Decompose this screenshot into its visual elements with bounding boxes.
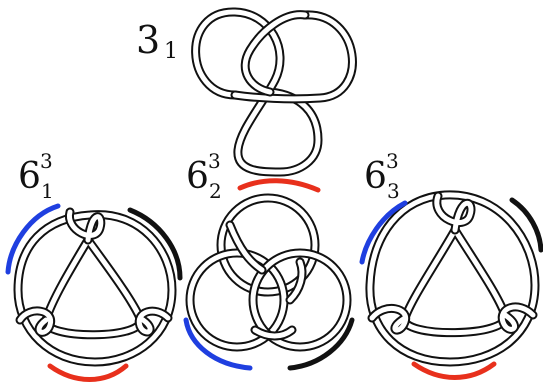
arc-blue — [183, 317, 253, 371]
arc-black — [127, 207, 183, 281]
label-link-6-3-1-sub: 1 — [41, 179, 54, 203]
arc-black — [287, 317, 355, 371]
arc-red — [47, 363, 129, 382]
label-trefoil-sub: 1 — [164, 39, 178, 64]
label-link-6-3-3-sup: 3 — [386, 149, 399, 173]
label-link-6-3-3-sub: 3 — [387, 179, 400, 203]
label-link-6-3-2: 6 3 2 — [186, 149, 222, 203]
label-link-6-3-1: 6 3 1 — [18, 149, 54, 203]
arc-blue — [359, 200, 408, 265]
label-link-6-3-3: 6 3 3 — [364, 149, 400, 203]
label-link-6-3-1-base: 6 — [18, 156, 41, 197]
arc-blue — [5, 203, 61, 275]
arc-red — [411, 361, 497, 380]
arc-black — [509, 197, 543, 253]
label-trefoil-base: 3 — [136, 18, 160, 62]
link-6-3-1 — [5, 203, 183, 382]
label-link-6-3-2-sup: 3 — [208, 149, 221, 173]
label-link-6-3-2-base: 6 — [186, 156, 209, 197]
label-link-6-3-2-sub: 2 — [209, 179, 222, 203]
link-6-3-2 — [183, 178, 355, 371]
label-link-6-3-3-base: 6 — [364, 156, 387, 197]
label-link-6-3-1-sup: 3 — [40, 149, 53, 173]
link-6-3-3 — [359, 190, 543, 380]
trefoil-knot — [191, 7, 357, 177]
label-trefoil: 3 1 — [136, 18, 178, 64]
arc-red — [237, 178, 321, 193]
